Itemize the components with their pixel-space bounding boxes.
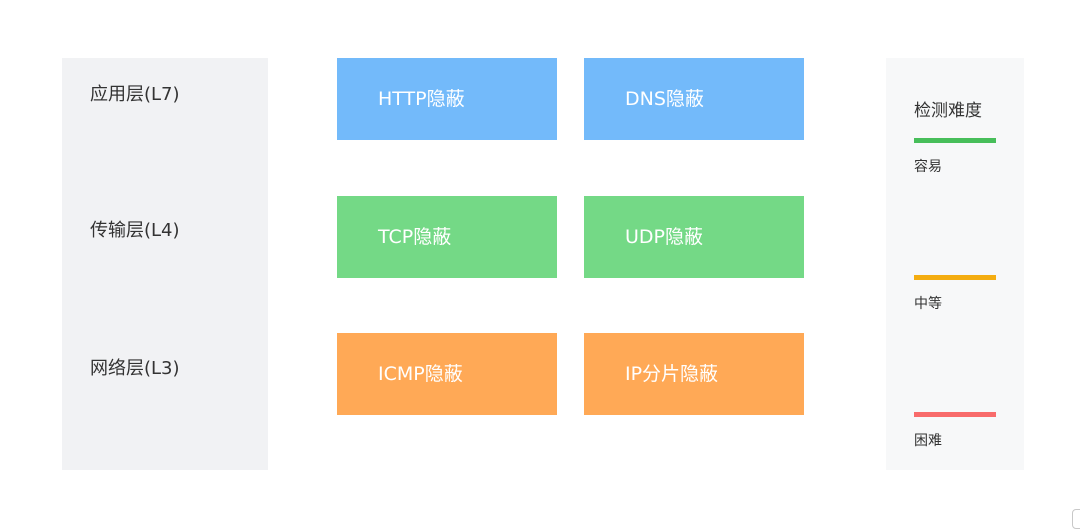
box-udp-covert: UDP隐蔽: [584, 196, 804, 278]
box-icmp-covert: ICMP隐蔽: [337, 333, 557, 415]
box-dns-covert: DNS隐蔽: [584, 58, 804, 140]
legend-bar-easy: [914, 138, 996, 143]
legend-bar-medium: [914, 275, 996, 280]
legend-title: 检测难度: [914, 101, 982, 121]
legend-panel: 检测难度 容易 中等 困难: [886, 58, 1024, 470]
box-ip-fragment-covert: IP分片隐蔽: [584, 333, 804, 415]
corner-scroll-handle[interactable]: [1072, 509, 1080, 529]
legend-label-easy: 容易: [914, 159, 942, 175]
legend-bar-hard: [914, 412, 996, 417]
box-tcp-covert: TCP隐蔽: [337, 196, 557, 278]
layer-label-transport: 传输层(L4): [90, 220, 180, 241]
layer-label-application: 应用层(L7): [90, 84, 180, 105]
layers-panel: 应用层(L7) 传输层(L4) 网络层(L3): [62, 58, 268, 470]
layer-label-network: 网络层(L3): [90, 358, 180, 379]
legend-label-medium: 中等: [914, 296, 942, 312]
legend-label-hard: 困难: [914, 433, 942, 449]
box-http-covert: HTTP隐蔽: [337, 58, 557, 140]
